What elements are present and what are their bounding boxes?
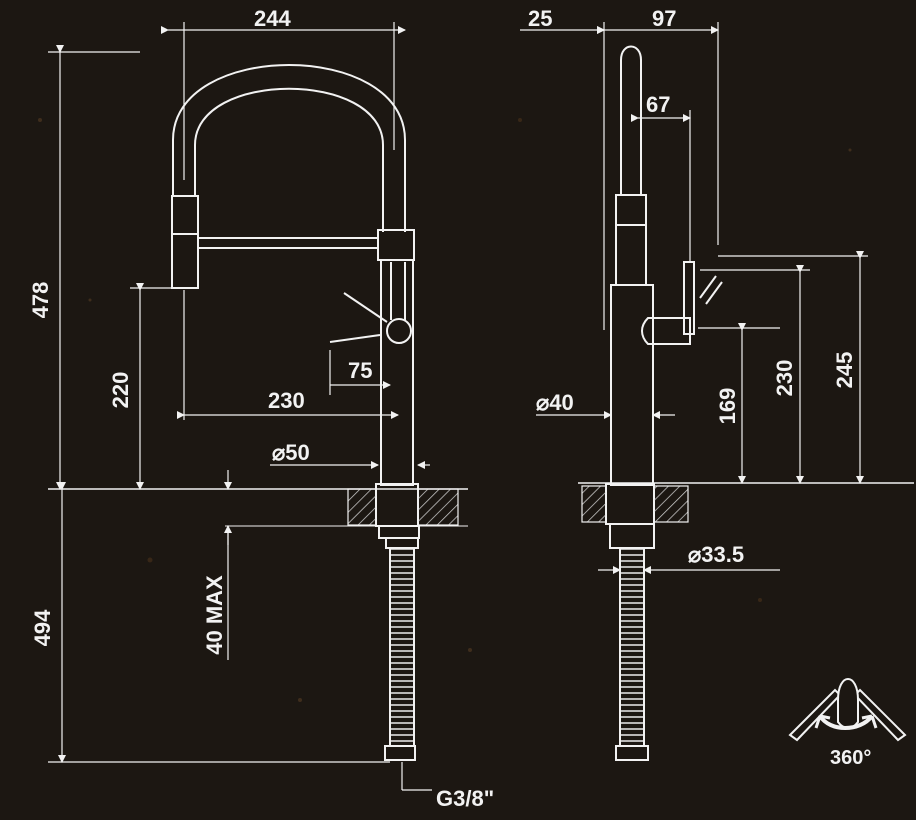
- dim-244: 244: [254, 6, 291, 31]
- dim-230-front: 230: [268, 388, 305, 413]
- dim-494: 494: [30, 609, 55, 646]
- dim-diameter-40: ⌀40: [536, 390, 574, 415]
- dim-230-side: 230: [772, 360, 797, 397]
- rotation-icon: [788, 678, 907, 742]
- dim-25: 25: [528, 6, 552, 31]
- dim-75: 75: [348, 358, 372, 383]
- front-view-faucet: [171, 64, 420, 761]
- dim-245: 245: [832, 352, 857, 389]
- dim-67: 67: [646, 92, 670, 117]
- background-texture: [38, 118, 852, 702]
- counter-section-side: [581, 485, 607, 523]
- counter-section-side-right: [653, 485, 689, 523]
- side-view-faucet: [605, 45, 723, 761]
- dim-40-max: 40 MAX: [202, 575, 227, 655]
- rotation-label: 360°: [830, 747, 871, 769]
- dim-220: 220: [108, 372, 133, 409]
- dim-diameter-33-5: ⌀33.5: [688, 542, 744, 567]
- dim-169: 169: [715, 388, 740, 425]
- dim-diameter-50: ⌀50: [272, 440, 310, 465]
- dim-97: 97: [652, 6, 676, 31]
- dimension-lines: [48, 22, 868, 791]
- thread-label: G3/8": [436, 786, 494, 811]
- counter-section-front-right: [417, 488, 459, 526]
- counter-section-front: [347, 488, 377, 526]
- dim-478: 478: [28, 282, 53, 319]
